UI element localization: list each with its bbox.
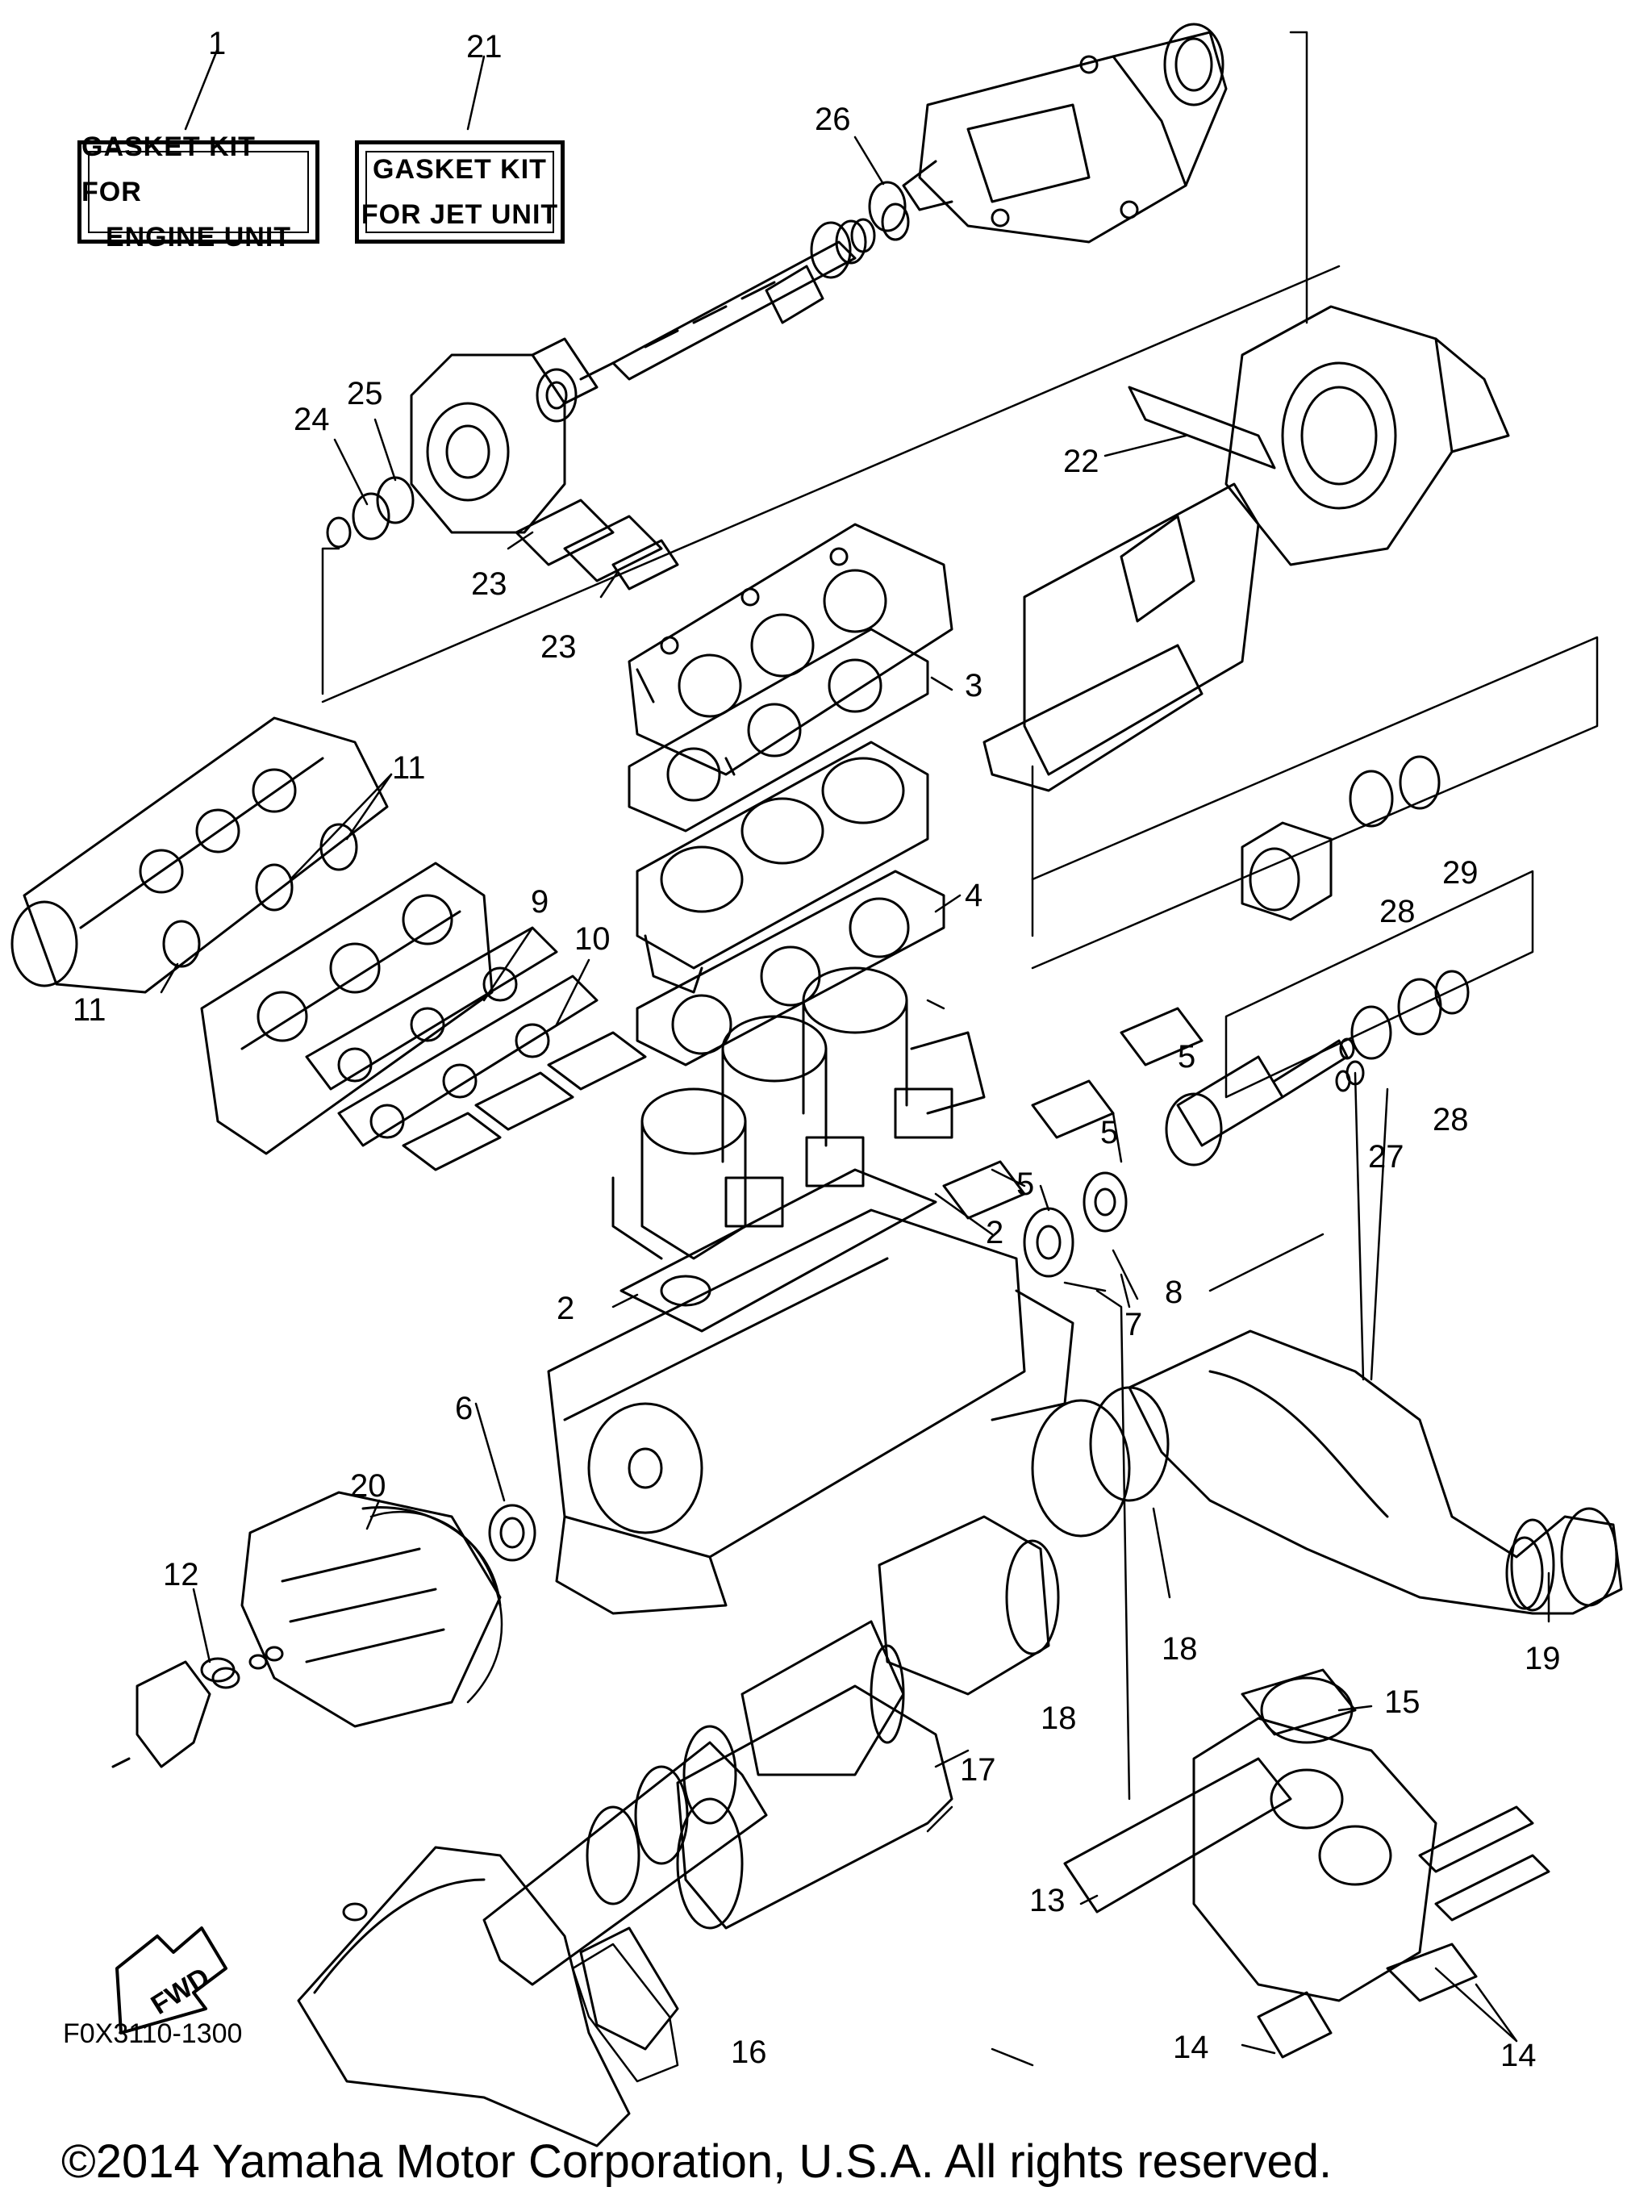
copyright-notice: ©2014 Yamaha Motor Corporation, U.S.A. A… <box>61 2135 1333 2188</box>
fwd-arrow-label: FWD <box>146 1962 215 2021</box>
jet-kit-line2: FOR JET UNIT <box>361 199 559 230</box>
head-gasket-3 <box>628 628 929 833</box>
jet-kit-line1: GASKET KIT <box>373 154 547 185</box>
exhaust-manifold <box>1063 1668 1550 2059</box>
fwd-arrow <box>115 1926 227 2035</box>
jet-pump-housing <box>902 23 1228 244</box>
pump-flange-assembly <box>1128 305 1510 566</box>
exhaust-hose <box>482 1725 768 1986</box>
exhaust-housing <box>579 1684 953 2051</box>
callout-24: 24 <box>294 402 330 437</box>
callout-13: 13 <box>1029 1883 1066 1918</box>
impeller-shaft-assembly <box>536 202 910 423</box>
crankcase <box>547 1208 1074 1615</box>
callout-5c: 5 <box>1016 1167 1035 1202</box>
callout-2a: 2 <box>986 1215 1004 1250</box>
callout-18a: 18 <box>1162 1631 1198 1667</box>
callout-28b: 28 <box>1433 1102 1469 1137</box>
engine-kit-line1: GASKET KIT FOR <box>81 131 256 207</box>
o-ring-11b <box>255 863 294 912</box>
callout-4: 4 <box>965 878 983 913</box>
callout-9: 9 <box>531 884 549 920</box>
cylinder-gasket-4 <box>636 870 945 1066</box>
intake-silencer <box>10 716 389 994</box>
engine-kit-line2: ENGINE UNIT <box>105 222 292 253</box>
gasket-19 <box>1510 1518 1555 1612</box>
callout-23b: 23 <box>540 629 577 665</box>
cylinder-head <box>628 523 953 776</box>
callout-10: 10 <box>574 921 611 957</box>
carburetor-assembly <box>200 862 494 1155</box>
water-lock <box>297 1846 631 2147</box>
oil-seal-7 <box>1023 1207 1074 1278</box>
intake-manifold-gaskets <box>305 926 647 1171</box>
callout-12: 12 <box>163 1557 199 1592</box>
engine-gasket-kit-box: GASKET KIT FOR ENGINE UNIT <box>77 131 319 253</box>
callout-1: 1 <box>208 26 227 61</box>
o-ring-26 <box>868 181 907 232</box>
cylinder-block <box>611 966 986 1260</box>
gasket-16 <box>571 1943 679 2083</box>
reed-gaskets-23 <box>515 499 679 591</box>
gasket-20 <box>369 1510 503 1704</box>
callout-11b: 11 <box>73 992 106 1028</box>
engine-bed <box>982 482 1260 792</box>
callout-15: 15 <box>1384 1684 1420 1720</box>
callout-22: 22 <box>1063 444 1099 479</box>
callout-27: 27 <box>1368 1139 1404 1175</box>
callout-3: 3 <box>965 668 983 703</box>
diagram-code: F0X3110-1300 <box>63 2018 243 2049</box>
cylinder-block-upper <box>636 741 929 994</box>
callout-5a: 5 <box>1178 1039 1196 1075</box>
callout-7: 7 <box>1124 1307 1143 1342</box>
coupling-drive-shaft <box>1165 970 1470 1167</box>
oil-seal-8 <box>1083 1171 1128 1233</box>
callout-28a: 28 <box>1379 894 1416 929</box>
crankcase-gasket-2 <box>620 1168 937 1333</box>
exhaust-chamber <box>740 1515 1060 1776</box>
exhaust-covers-5 <box>942 1007 1204 1220</box>
o-ring-11a <box>162 920 201 968</box>
callout-2b: 2 <box>557 1291 575 1326</box>
gasket-12 <box>200 1657 236 1683</box>
leader-lines <box>160 31 1599 2067</box>
callout-23a: 23 <box>471 566 507 602</box>
oil-pump <box>111 1646 284 1768</box>
callout-14b: 14 <box>1500 2038 1537 2073</box>
magneto-cover <box>240 1491 502 1728</box>
callout-17: 17 <box>960 1752 996 1788</box>
callout-18b: 18 <box>1041 1701 1077 1736</box>
oil-seal-6 <box>488 1504 536 1562</box>
callout-25: 25 <box>347 376 383 411</box>
jet-gasket-kit-box: GASKET KIT FOR JET UNIT <box>355 140 565 244</box>
callout-21: 21 <box>466 29 503 65</box>
callout-14a: 14 <box>1173 2030 1209 2065</box>
exhaust-pipe-muffler <box>1031 1329 1623 1615</box>
callout-6: 6 <box>455 1391 473 1426</box>
callout-11a: 11 <box>392 750 426 786</box>
callout-16: 16 <box>731 2035 767 2070</box>
callout-29: 29 <box>1442 855 1479 891</box>
callout-5b: 5 <box>1100 1115 1119 1150</box>
callout-8: 8 <box>1165 1275 1183 1310</box>
gasket-15 <box>1260 1676 1354 1744</box>
bearing-housing <box>1241 755 1441 921</box>
callout-20: 20 <box>350 1468 386 1504</box>
callout-19: 19 <box>1525 1641 1561 1676</box>
callout-26: 26 <box>815 102 851 137</box>
fwd-text: FWD <box>146 1962 215 2021</box>
intermediate-housing <box>326 337 599 549</box>
